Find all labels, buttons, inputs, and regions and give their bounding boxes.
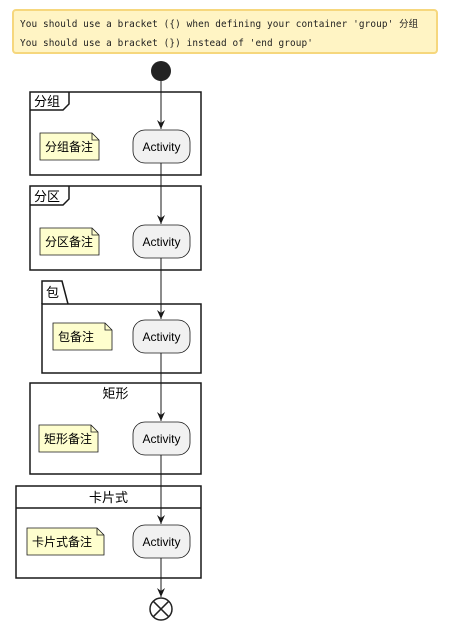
package-container: 包 包备注 Activity — [41, 280, 202, 374]
note-text: 卡片式备注 — [32, 534, 92, 549]
note-text: 分组备注 — [45, 139, 93, 154]
activity-node: Activity — [132, 319, 191, 354]
card-title: 卡片式 — [89, 491, 128, 506]
activity-label: Activity — [142, 140, 180, 154]
note-shape: 包备注 — [52, 322, 113, 351]
activity-label: Activity — [142, 432, 180, 446]
warning-line-1: You should use a bracket ({) when defini… — [20, 19, 419, 30]
activity-label: Activity — [142, 235, 180, 249]
note-text: 包备注 — [58, 329, 94, 344]
activity-node: Activity — [132, 421, 191, 456]
warning-line-2: You should use a bracket (}) instead of … — [20, 38, 313, 49]
note-text: 矩形备注 — [44, 431, 92, 446]
note-shape: 分区备注 — [39, 227, 100, 256]
note-shape: 矩形备注 — [38, 424, 99, 453]
activity-node: Activity — [132, 129, 191, 164]
activity-label: Activity — [142, 330, 180, 344]
partition-title: 分区 — [34, 190, 60, 205]
package-title: 包 — [46, 286, 59, 301]
note-text: 分区备注 — [45, 234, 93, 249]
group-container: 分组 分组备注 Activity — [29, 91, 202, 176]
rectangle-title: 矩形 — [102, 387, 128, 402]
partition-container: 分区 分区备注 Activity — [29, 185, 202, 271]
rectangle-container: 矩形 矩形备注 Activity — [29, 382, 202, 475]
group-title: 分组 — [34, 95, 60, 110]
start-node — [151, 61, 171, 81]
activity-node: Activity — [132, 524, 191, 559]
note-shape: 分组备注 — [39, 132, 100, 161]
stop-node — [149, 597, 173, 621]
note-shape: 卡片式备注 — [26, 527, 105, 556]
card-container: 卡片式 卡片式备注 Activity — [15, 485, 202, 579]
activity-node: Activity — [132, 224, 191, 259]
activity-label: Activity — [142, 535, 180, 549]
syntax-warning-box: You should use a bracket ({) when defini… — [12, 9, 438, 54]
